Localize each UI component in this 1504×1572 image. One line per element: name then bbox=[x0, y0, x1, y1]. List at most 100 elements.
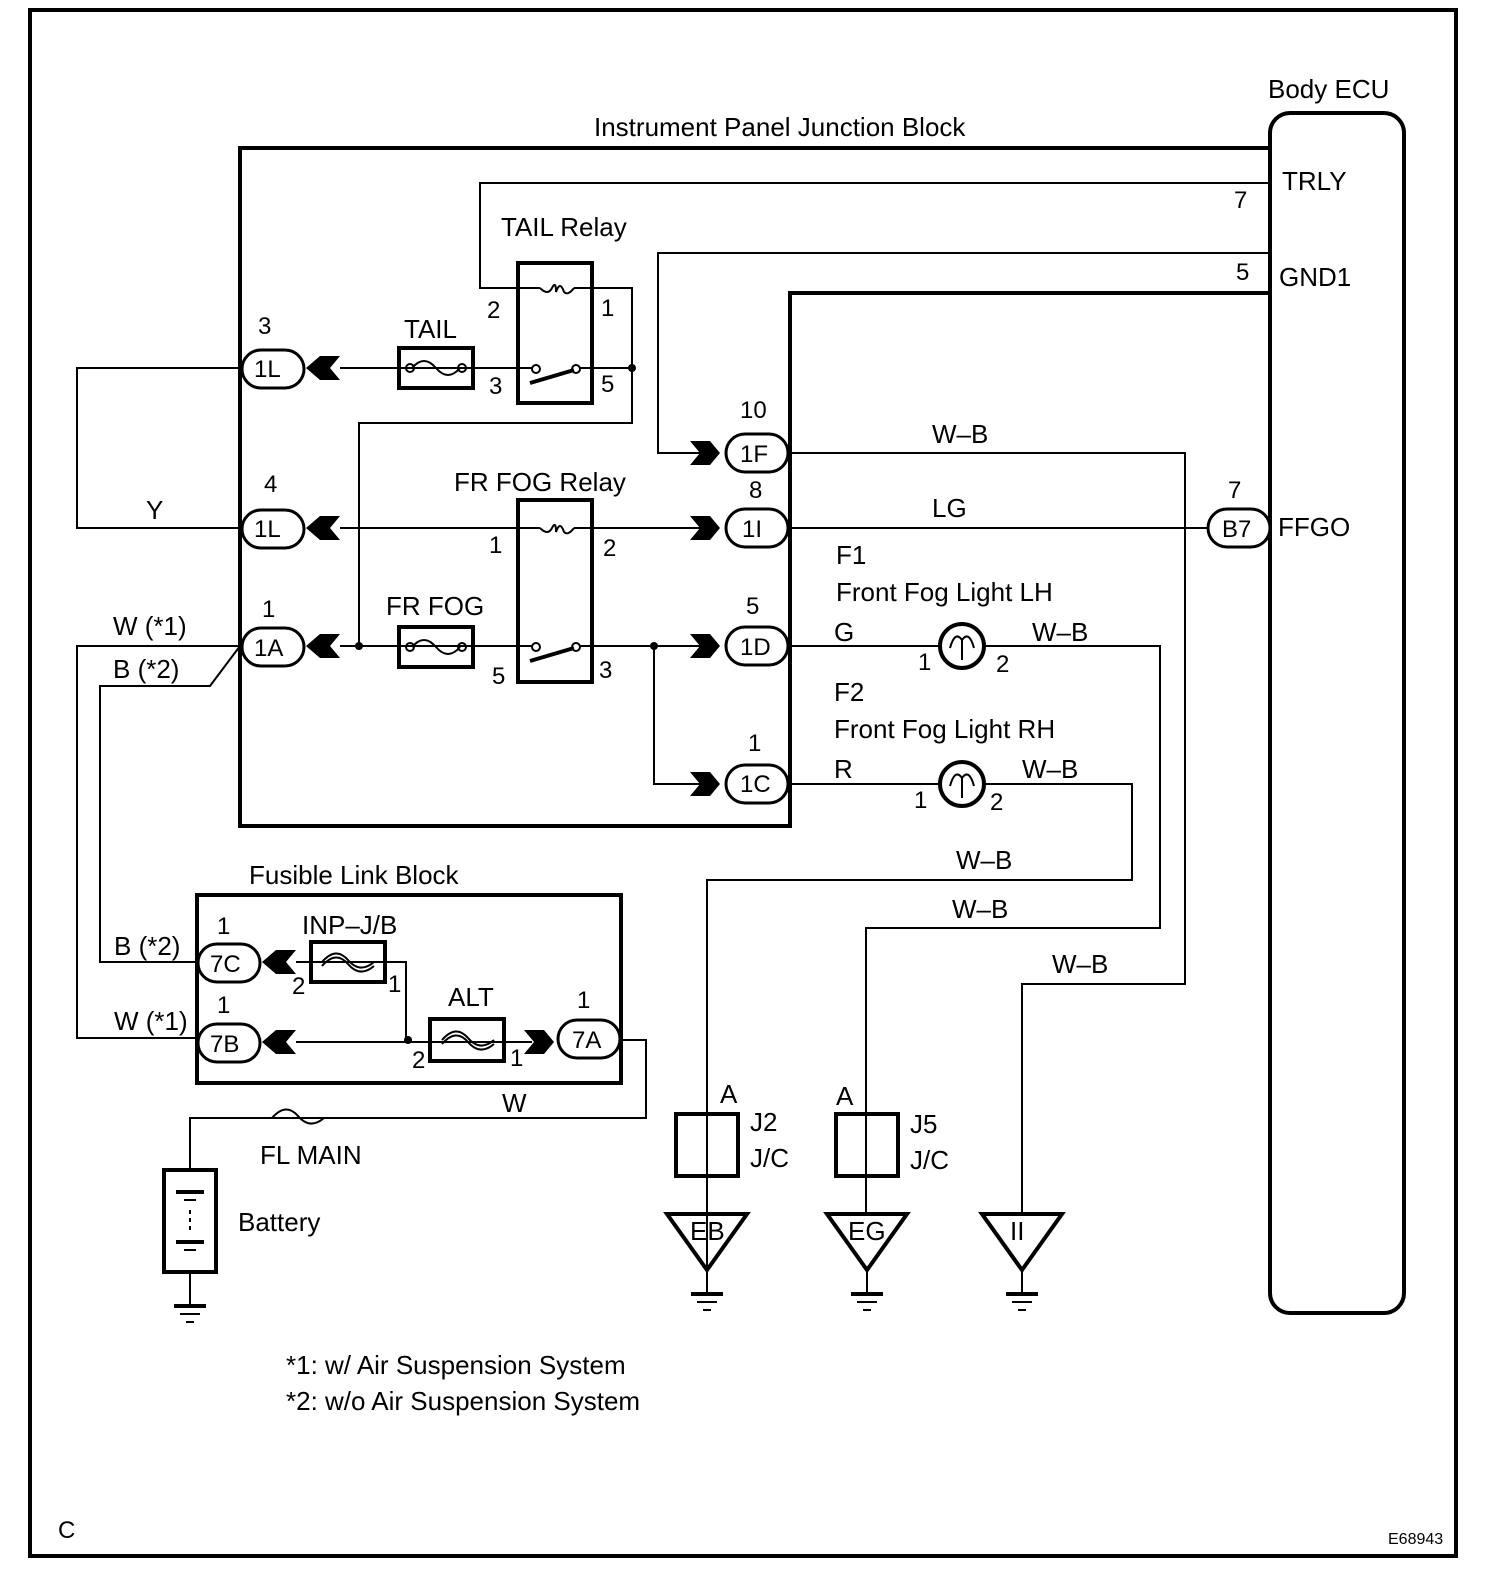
junction-dot bbox=[355, 642, 363, 650]
inpjb-pin2: 2 bbox=[292, 973, 305, 1000]
connector-1F-pin: 10 bbox=[740, 397, 767, 424]
j2-label: J2 bbox=[750, 1107, 777, 1137]
connector-arrow-icon bbox=[524, 1030, 554, 1054]
j2-pin: A bbox=[720, 1079, 738, 1109]
wire-w1-label-2: W (*1) bbox=[114, 1006, 188, 1036]
tail-fuse-label: TAIL bbox=[404, 314, 457, 344]
tail-relay-label: TAIL Relay bbox=[501, 212, 627, 242]
f2-id: F2 bbox=[834, 677, 864, 707]
alt-fuse-box bbox=[428, 1017, 506, 1063]
connector-1C: 1C 1 bbox=[690, 730, 790, 805]
wire-wb-f1 bbox=[865, 645, 1161, 1212]
alt-fuse-label: ALT bbox=[448, 982, 494, 1012]
fog-relay-pin3: 3 bbox=[599, 657, 612, 684]
fl-main-label: FL MAIN bbox=[260, 1140, 362, 1170]
connector-arrow-icon bbox=[306, 634, 340, 658]
fusible-link-block bbox=[195, 893, 623, 1085]
frame-border bbox=[28, 8, 1458, 1558]
body-ecu-box bbox=[1268, 111, 1406, 1315]
tail-relay-pin2: 2 bbox=[487, 297, 500, 324]
note-1: *1: w/ Air Suspension System bbox=[286, 1350, 626, 1380]
j5-jc-label: J/C bbox=[910, 1145, 949, 1175]
fog-relay-pin5: 5 bbox=[492, 663, 505, 690]
connector-1C-id: 1C bbox=[740, 771, 771, 798]
wire-b2-label: B (*2) bbox=[113, 654, 179, 684]
fuse-icon bbox=[411, 639, 461, 655]
wire-label: W–B bbox=[956, 845, 1012, 875]
connector-arrow-icon bbox=[306, 356, 340, 380]
fog-relay-pin2: 2 bbox=[603, 535, 616, 562]
wire-wb-1f bbox=[790, 452, 1186, 1212]
note-2: *2: w/o Air Suspension System bbox=[286, 1386, 640, 1416]
alt-pin1: 1 bbox=[510, 1045, 523, 1072]
wire-label: W–B bbox=[1022, 754, 1078, 784]
connector-B7 bbox=[1206, 507, 1272, 549]
connector-7A-pin: 1 bbox=[577, 987, 590, 1014]
connector-1L-4 bbox=[240, 508, 306, 550]
connector-1I-id: 1I bbox=[742, 516, 762, 543]
f2-pin2: 2 bbox=[990, 789, 1003, 816]
connector-arrow-icon bbox=[306, 516, 340, 540]
connector-1A-pin: 1 bbox=[262, 596, 275, 623]
tail-fuse-box bbox=[397, 346, 475, 390]
wire-w1-label: W (*1) bbox=[113, 611, 187, 641]
connector-arrow-icon bbox=[262, 950, 296, 974]
wire-r-label: R bbox=[834, 754, 853, 784]
connector-arrow-icon bbox=[262, 1030, 296, 1054]
wire-tail-feed bbox=[358, 368, 633, 646]
wire-label: W–B bbox=[1032, 617, 1088, 647]
j2-jc-label: J/C bbox=[750, 1143, 789, 1173]
battery-label: Battery bbox=[238, 1207, 320, 1237]
frfog-fuse-box bbox=[397, 625, 475, 669]
wire-w bbox=[189, 1039, 647, 1170]
connector-7C-id: 7C bbox=[210, 951, 241, 978]
connector-1L-4-pin: 4 bbox=[264, 471, 277, 498]
f2-pin1: 1 bbox=[914, 787, 927, 814]
ground-eb: EB bbox=[663, 1212, 751, 1311]
connector-7A-id: 7A bbox=[572, 1027, 601, 1054]
ground-eg: EG bbox=[823, 1176, 911, 1311]
wire-label: W–B bbox=[1052, 949, 1108, 979]
connector-1L-4-id: 1L bbox=[254, 516, 281, 543]
ground-eg-label: EG bbox=[848, 1216, 886, 1246]
wire-tail-coil-1 bbox=[574, 287, 633, 368]
fusible-link-icon bbox=[441, 1030, 495, 1051]
tail-relay-pin5: 5 bbox=[601, 371, 614, 398]
connector-1L-3-id: 1L bbox=[254, 356, 281, 383]
connector-7C bbox=[196, 942, 262, 984]
ecu-pin-trly: TRLY bbox=[1282, 166, 1347, 196]
connector-B7-id: B7 bbox=[1222, 516, 1251, 543]
ecu-pin-gnd1: GND1 bbox=[1279, 262, 1351, 292]
alt-pin2: 2 bbox=[412, 1047, 425, 1074]
fog-relay-box bbox=[516, 498, 594, 684]
ecu-pin-trly-number: 7 bbox=[1234, 187, 1247, 214]
ecu-pin-gnd1-number: 5 bbox=[1236, 259, 1249, 286]
flb-label: Fusible Link Block bbox=[249, 860, 460, 890]
fuse-icon bbox=[411, 360, 461, 376]
frfog-fuse-label: FR FOG bbox=[386, 591, 484, 621]
fog-relay-label: FR FOG Relay bbox=[454, 467, 626, 497]
f1-name: Front Fog Light LH bbox=[836, 577, 1053, 607]
ecu-pin-ffgo-number: 7 bbox=[1228, 477, 1241, 504]
f1-id: F1 bbox=[836, 540, 866, 570]
wire-b2-label-2: B (*2) bbox=[114, 931, 180, 961]
tail-relay-pin1: 1 bbox=[601, 295, 614, 322]
ground-ii-label: II bbox=[1010, 1216, 1024, 1246]
wire-y-label: Y bbox=[146, 495, 163, 525]
wire-wb-f2 bbox=[706, 783, 1133, 1268]
ground-eb-label: EB bbox=[690, 1216, 725, 1246]
j5-pin: A bbox=[836, 1081, 854, 1111]
wire-y bbox=[76, 367, 242, 529]
connector-1D: 1D 5 bbox=[690, 593, 790, 667]
fusible-link-icon bbox=[321, 952, 375, 973]
wire-lg-label: LG bbox=[932, 493, 967, 523]
j5-label: J5 bbox=[910, 1109, 937, 1139]
wire-g-label: G bbox=[834, 617, 854, 647]
wire-label: W–B bbox=[952, 894, 1008, 924]
inpjb-fuse-label: INP–J/B bbox=[302, 910, 397, 940]
connector-1A bbox=[240, 626, 306, 668]
inpjb-pin1: 1 bbox=[388, 971, 401, 998]
connector-7C-pin: 1 bbox=[217, 913, 230, 940]
ipjb-label: Instrument Panel Junction Block bbox=[594, 112, 966, 142]
